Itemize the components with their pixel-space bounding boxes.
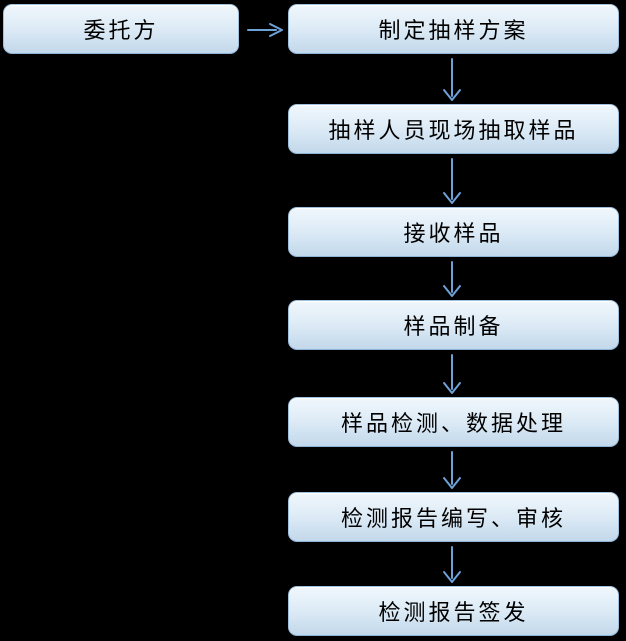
flow-node-report-review: 检测报告编写、审核 xyxy=(288,492,619,542)
flow-node-label: 制定抽样方案 xyxy=(378,18,529,43)
arrow-sampling-to-receive xyxy=(443,158,461,204)
flow-node-receive: 接收样品 xyxy=(288,207,619,257)
arrow-client-to-plan xyxy=(247,23,283,37)
flow-node-report-issue: 检测报告签发 xyxy=(288,586,619,636)
arrow-receive-to-prepare xyxy=(443,261,461,297)
flow-node-label: 检测报告编写、审核 xyxy=(340,506,566,531)
flow-node-label: 检测报告签发 xyxy=(378,600,529,625)
flow-node-sampling: 抽样人员现场抽取样品 xyxy=(288,104,619,154)
flow-node-client: 委托方 xyxy=(3,4,239,54)
flow-node-label: 委托方 xyxy=(83,18,159,43)
flow-node-label: 抽样人员现场抽取样品 xyxy=(328,118,579,143)
arrow-plan-to-sampling xyxy=(443,58,461,101)
flow-node-prepare: 样品制备 xyxy=(288,300,619,350)
flow-node-label: 接收样品 xyxy=(403,221,504,246)
arrow-prepare-to-test xyxy=(443,354,461,394)
arrow-review-to-issue xyxy=(443,546,461,583)
flow-node-label: 样品制备 xyxy=(403,314,504,339)
flow-node-test: 样品检测、数据处理 xyxy=(288,397,619,447)
flow-node-plan: 制定抽样方案 xyxy=(288,4,619,54)
arrow-test-to-report-review xyxy=(443,451,461,489)
flow-node-label: 样品检测、数据处理 xyxy=(340,411,566,436)
